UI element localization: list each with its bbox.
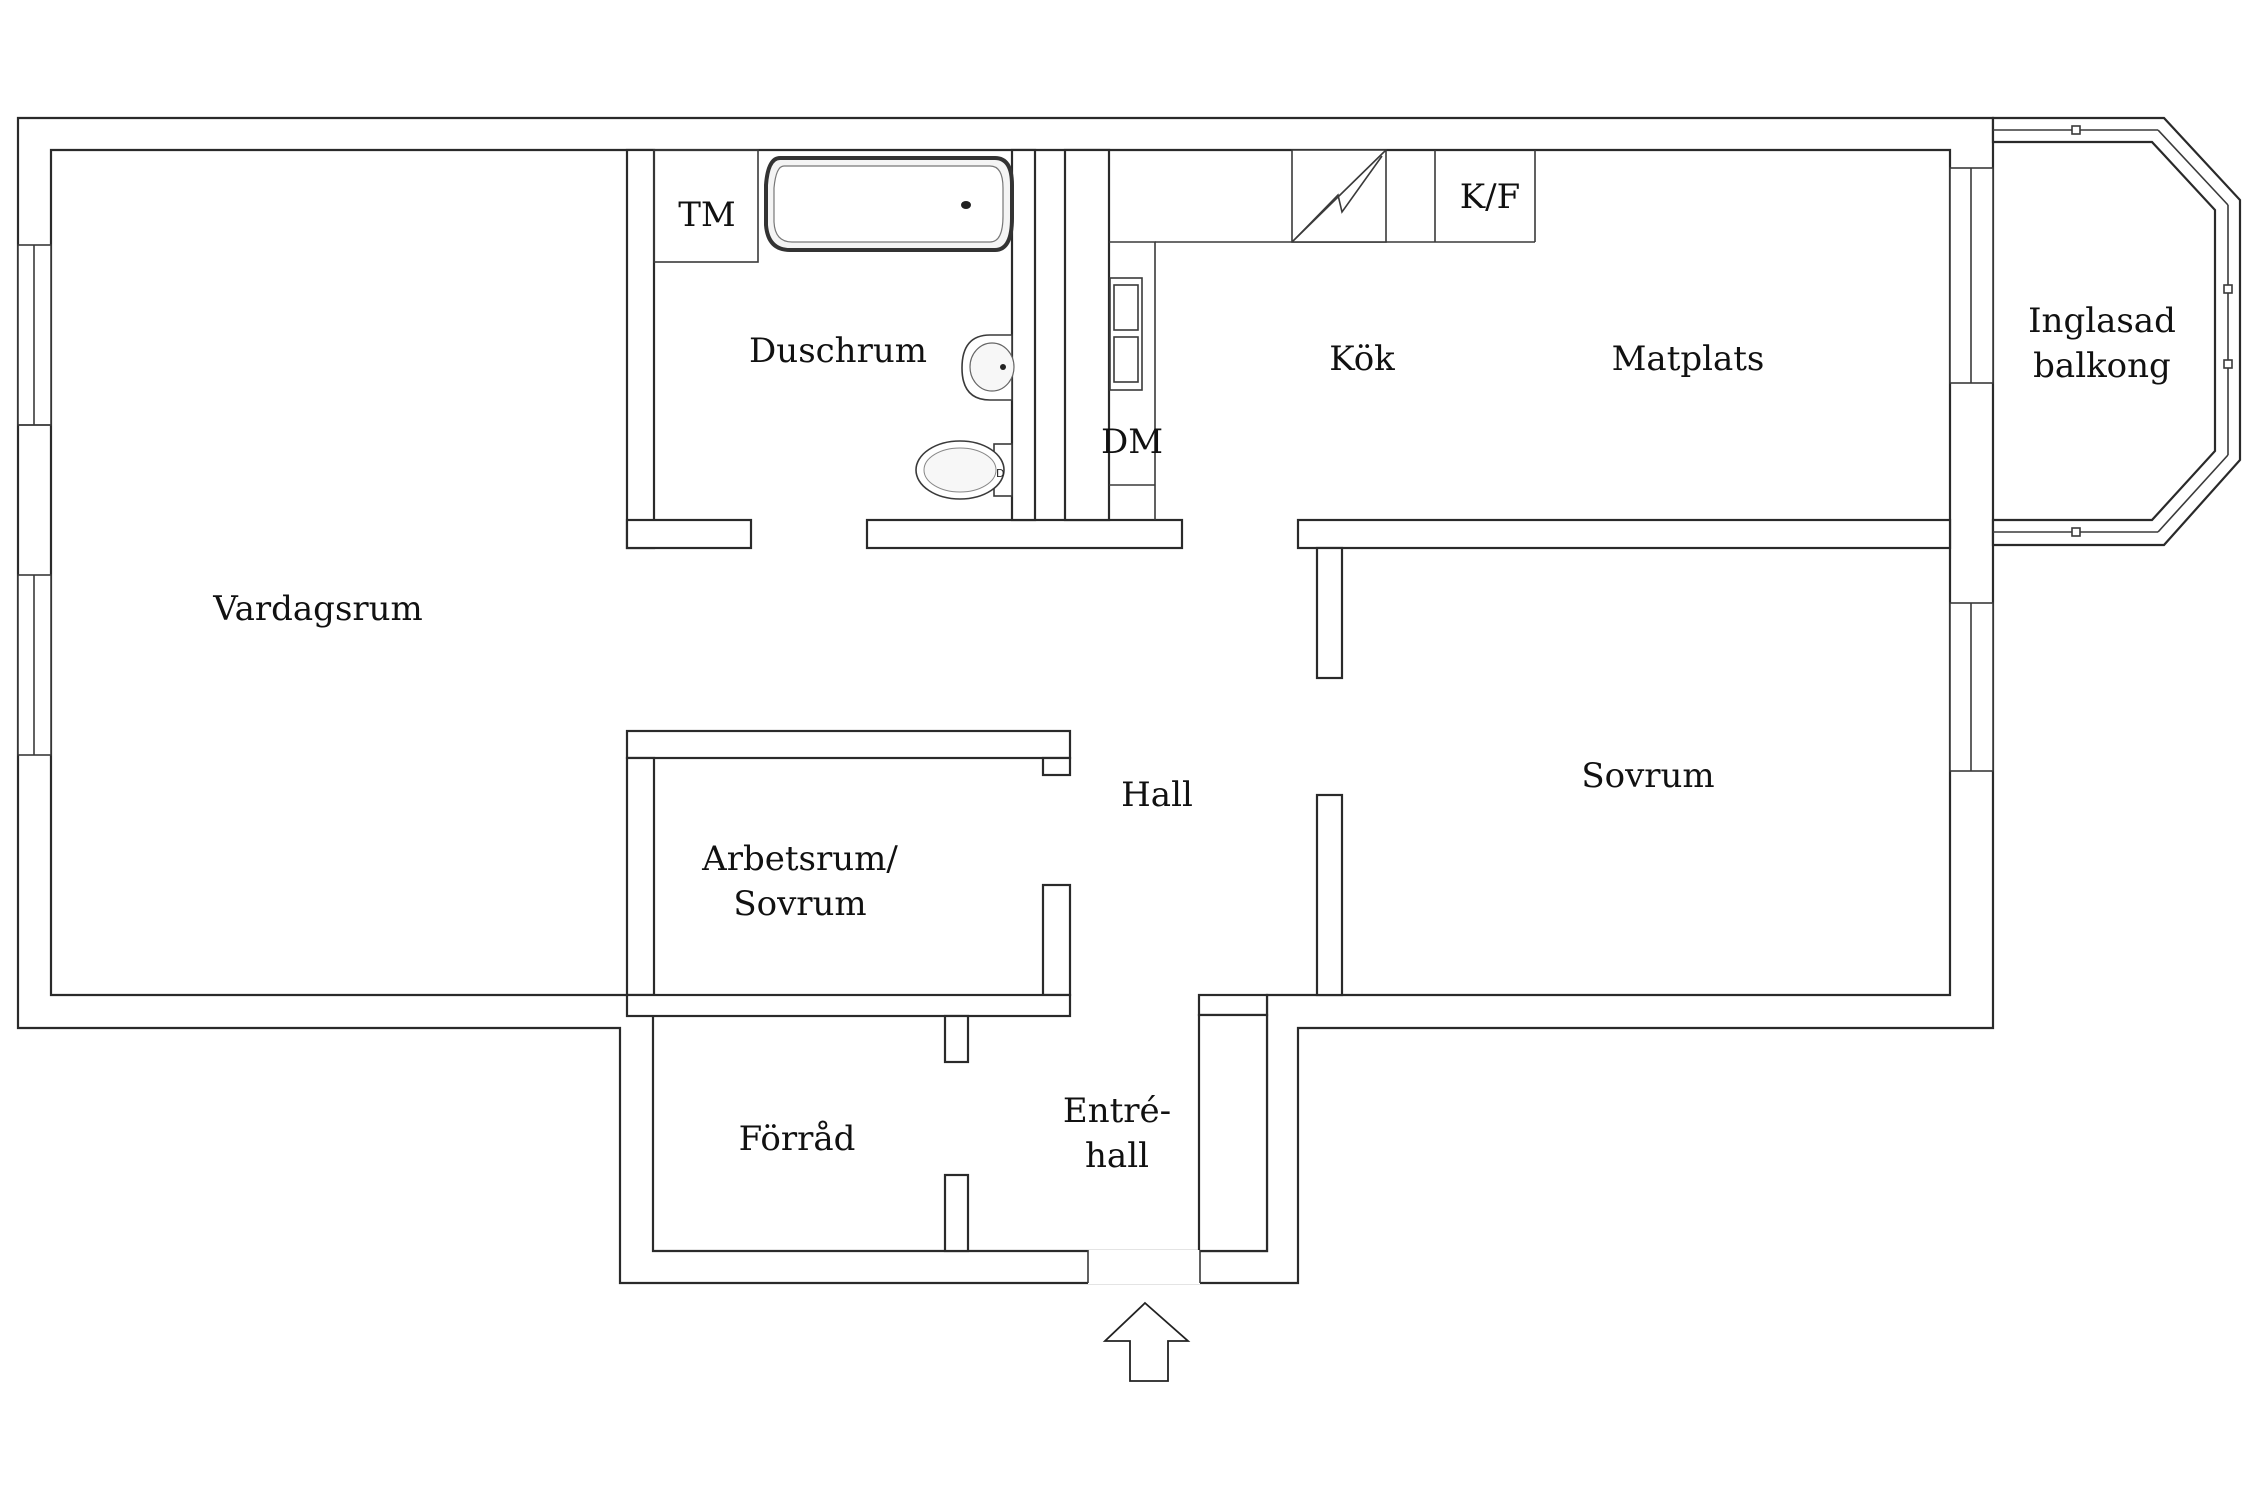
label-kok: Kök bbox=[1329, 339, 1395, 379]
label-kf: K/F bbox=[1460, 177, 1520, 217]
label-entre-line2: hall bbox=[1085, 1136, 1149, 1176]
wall-bedroom-lower bbox=[1315, 793, 1344, 997]
label-arbetsrum-line2: Sovrum bbox=[733, 884, 866, 924]
wall-bath-bottom-left bbox=[625, 518, 753, 550]
window-icon bbox=[1949, 167, 1994, 772]
wall-living-bath bbox=[625, 148, 656, 550]
wall-office-right-lower bbox=[1041, 883, 1072, 997]
svg-text:D: D bbox=[996, 467, 1004, 480]
label-arbetsrum-line1: Arbetsrum/ bbox=[701, 839, 898, 879]
toilet-icon: D bbox=[915, 440, 1013, 500]
sink-icon bbox=[961, 334, 1015, 401]
wall-office-top bbox=[625, 729, 1072, 760]
wall-bath-bottom-right bbox=[865, 518, 1184, 550]
bathtub-icon bbox=[764, 156, 1014, 252]
wall-office-bottom bbox=[625, 993, 1072, 1018]
wall-office-right-upper bbox=[1041, 756, 1072, 777]
entrance-arrow-icon bbox=[1102, 1301, 1191, 1382]
wall-bedroom-door-stub bbox=[1315, 546, 1344, 680]
label-duschrum: Duschrum bbox=[749, 331, 927, 371]
wall-entry-lower-right bbox=[1197, 1013, 1269, 1253]
label-entre-line1: Entré- bbox=[1063, 1091, 1171, 1131]
label-dm: DM bbox=[1101, 422, 1163, 462]
label-tm: TM bbox=[678, 195, 736, 235]
kitchen-sink-icon bbox=[1109, 277, 1143, 391]
glazed-balcony bbox=[1991, 116, 2242, 547]
label-matplats: Matplats bbox=[1612, 339, 1765, 379]
wall-storage-lower bbox=[943, 1173, 970, 1253]
outer-walls bbox=[16, 116, 1995, 1285]
window-icon bbox=[17, 244, 52, 756]
wall-storage-upper bbox=[943, 1014, 970, 1064]
label-forrad: Förråd bbox=[739, 1119, 856, 1159]
wall-bath-kitchen bbox=[1010, 148, 1037, 522]
wall-kitchen-bottom bbox=[1296, 518, 1952, 550]
label-balkong-line1: Inglasad bbox=[2028, 301, 2176, 341]
kitchen-pillar bbox=[1063, 148, 1111, 522]
label-hall: Hall bbox=[1121, 775, 1193, 815]
label-vardagsrum: Vardagsrum bbox=[212, 589, 423, 629]
washing-machine-box bbox=[653, 149, 759, 263]
wall-entry-right bbox=[1197, 993, 1269, 1017]
entrance-door bbox=[1088, 1250, 1200, 1284]
label-balkong-line2: balkong bbox=[2033, 346, 2171, 386]
wall-office-left bbox=[625, 756, 656, 997]
stove-icon bbox=[1291, 149, 1387, 243]
label-sovrum: Sovrum bbox=[1581, 756, 1714, 796]
